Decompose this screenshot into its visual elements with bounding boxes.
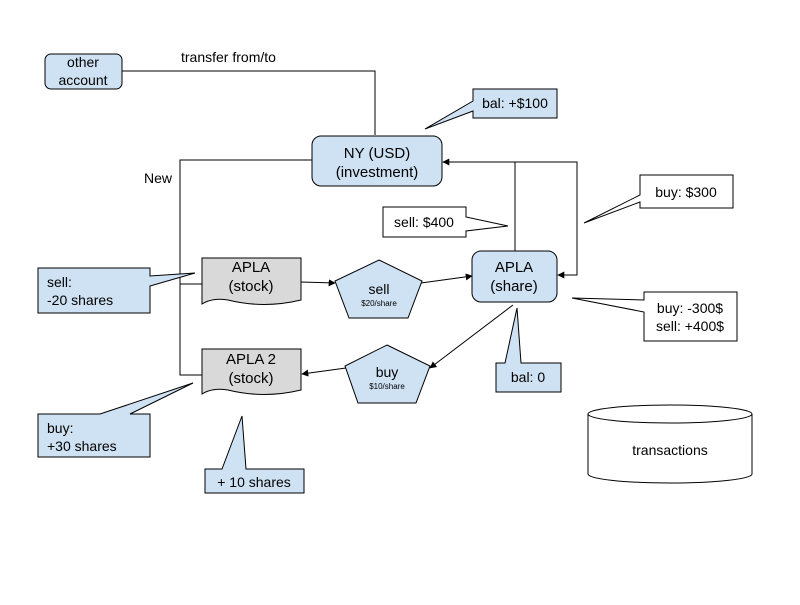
apla-stock-line-2: (stock) (229, 278, 274, 295)
sell-title: sell (368, 281, 389, 297)
sell-to-share-arrow (420, 273, 473, 284)
other-account-line-2: account (58, 72, 107, 88)
bal-share-callout: bal: 0 (495, 307, 562, 393)
buy-shares-line-1: buy: (47, 420, 73, 436)
transactions-node[interactable]: transactions (587, 404, 753, 484)
buy-to-stock2-arrow (301, 367, 347, 377)
apla-share-line-1: APLA (495, 259, 533, 276)
share-totals-line-1: buy: -300$ (657, 300, 723, 316)
plus-10-callout: + 10 shares (204, 415, 305, 494)
transfer-connector (122, 70, 376, 135)
buy-300-text: buy: $300 (655, 184, 717, 200)
ny-to-share-arrow (515, 161, 578, 279)
plus-10-text: + 10 shares (217, 474, 291, 490)
apla2-stock-line-2: (stock) (229, 370, 274, 387)
share-totals-line-2: sell: +400$ (656, 318, 724, 334)
other-account-node[interactable]: other account (44, 53, 123, 90)
bal-ny-text: bal: +$100 (482, 95, 548, 111)
bal-ny-callout: bal: +$100 (424, 88, 558, 130)
buy-300-callout: buy: $300 (583, 174, 734, 224)
sell-shares-callout: sell: -20 shares (37, 267, 196, 314)
apla2-stock-line-1: APLA 2 (226, 351, 276, 368)
bal-share-text: bal: 0 (511, 369, 545, 385)
sell-shares-line-2: -20 shares (47, 292, 113, 308)
ny-account-line-2: (investment) (336, 164, 419, 181)
buy-node[interactable]: buy $10/share (344, 344, 431, 404)
transfer-label: transfer from/to (181, 49, 276, 65)
share-totals-callout: buy: -300$ sell: +400$ (571, 291, 738, 342)
buy-title: buy (376, 364, 399, 380)
transactions-label: transactions (632, 442, 707, 458)
apla-stock-line-1: APLA (232, 259, 270, 276)
sell-400-text: sell: $400 (394, 214, 454, 230)
ny-account-line-1: NY (USD) (344, 145, 410, 162)
apla2-stock-node[interactable]: APLA 2 (stock) (201, 348, 302, 395)
sell-node[interactable]: sell $20/share (334, 259, 423, 319)
share-to-buy-arrow (429, 304, 514, 369)
ny-account-node[interactable]: NY (USD) (investment) (311, 135, 443, 187)
apla-stock-node[interactable]: APLA (stock) (201, 257, 302, 305)
buy-shares-callout: buy: +30 shares (37, 382, 194, 458)
apla-share-line-2: (share) (490, 278, 538, 295)
new-label: New (144, 170, 173, 186)
stock-to-sell-arrow (300, 279, 336, 287)
buy-shares-line-2: +30 shares (47, 438, 117, 454)
sell-400-callout: sell: $400 (382, 206, 509, 238)
sell-shares-line-1: sell: (47, 274, 72, 290)
other-account-line-1: other (67, 54, 99, 70)
apla-share-node[interactable]: APLA (share) (471, 250, 558, 303)
buy-subtitle: $10/share (369, 382, 405, 391)
sell-subtitle: $20/share (361, 299, 397, 308)
new-connector (179, 159, 312, 376)
